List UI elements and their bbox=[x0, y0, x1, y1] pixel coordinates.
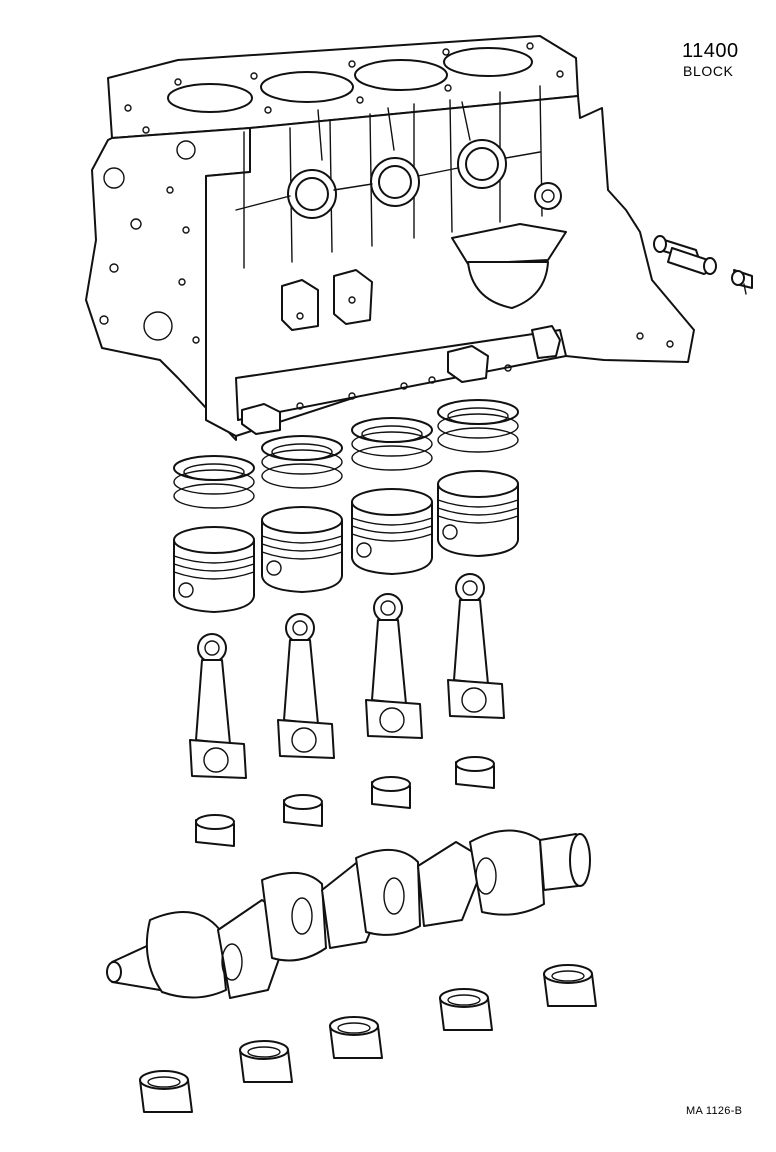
cylinder-block-icon[interactable] bbox=[85, 35, 695, 441]
piston-icon[interactable] bbox=[173, 526, 255, 613]
crankshaft-icon[interactable] bbox=[106, 829, 591, 999]
connecting-rod-icon[interactable] bbox=[365, 593, 423, 739]
connecting-rod-bearing-icon[interactable] bbox=[455, 756, 495, 789]
crankshaft-main-bearing-icon[interactable] bbox=[439, 988, 493, 1031]
connecting-rod-bearing-icon[interactable] bbox=[195, 814, 235, 847]
part-group-name: BLOCK bbox=[683, 63, 734, 79]
connecting-rod-icon[interactable] bbox=[189, 633, 247, 779]
crankshaft-main-bearing-icon[interactable] bbox=[139, 1070, 193, 1113]
connecting-rod-icon[interactable] bbox=[447, 573, 505, 719]
part-group-code: 11400 bbox=[682, 40, 739, 62]
oil-pressure-switch-icon[interactable] bbox=[653, 235, 717, 275]
connecting-rod-bearing-icon[interactable] bbox=[283, 794, 323, 827]
connecting-rod-icon[interactable] bbox=[277, 613, 335, 759]
illustration-reference: MA 1126-B bbox=[686, 1105, 743, 1117]
piston-ring-set-icon[interactable] bbox=[261, 435, 343, 489]
crankshaft-main-bearing-icon[interactable] bbox=[543, 964, 597, 1007]
piston-icon[interactable] bbox=[437, 470, 519, 557]
crankshaft-main-bearing-icon[interactable] bbox=[239, 1040, 293, 1083]
piston-ring-set-icon[interactable] bbox=[437, 399, 519, 453]
piston-ring-set-icon[interactable] bbox=[351, 417, 433, 471]
piston-icon[interactable] bbox=[351, 488, 433, 575]
piston-icon[interactable] bbox=[261, 506, 343, 593]
crankshaft-main-bearing-icon[interactable] bbox=[329, 1016, 383, 1059]
piston-ring-set-icon[interactable] bbox=[173, 455, 255, 509]
connecting-rod-bearing-icon[interactable] bbox=[371, 776, 411, 809]
drain-plug-icon[interactable] bbox=[731, 269, 753, 295]
